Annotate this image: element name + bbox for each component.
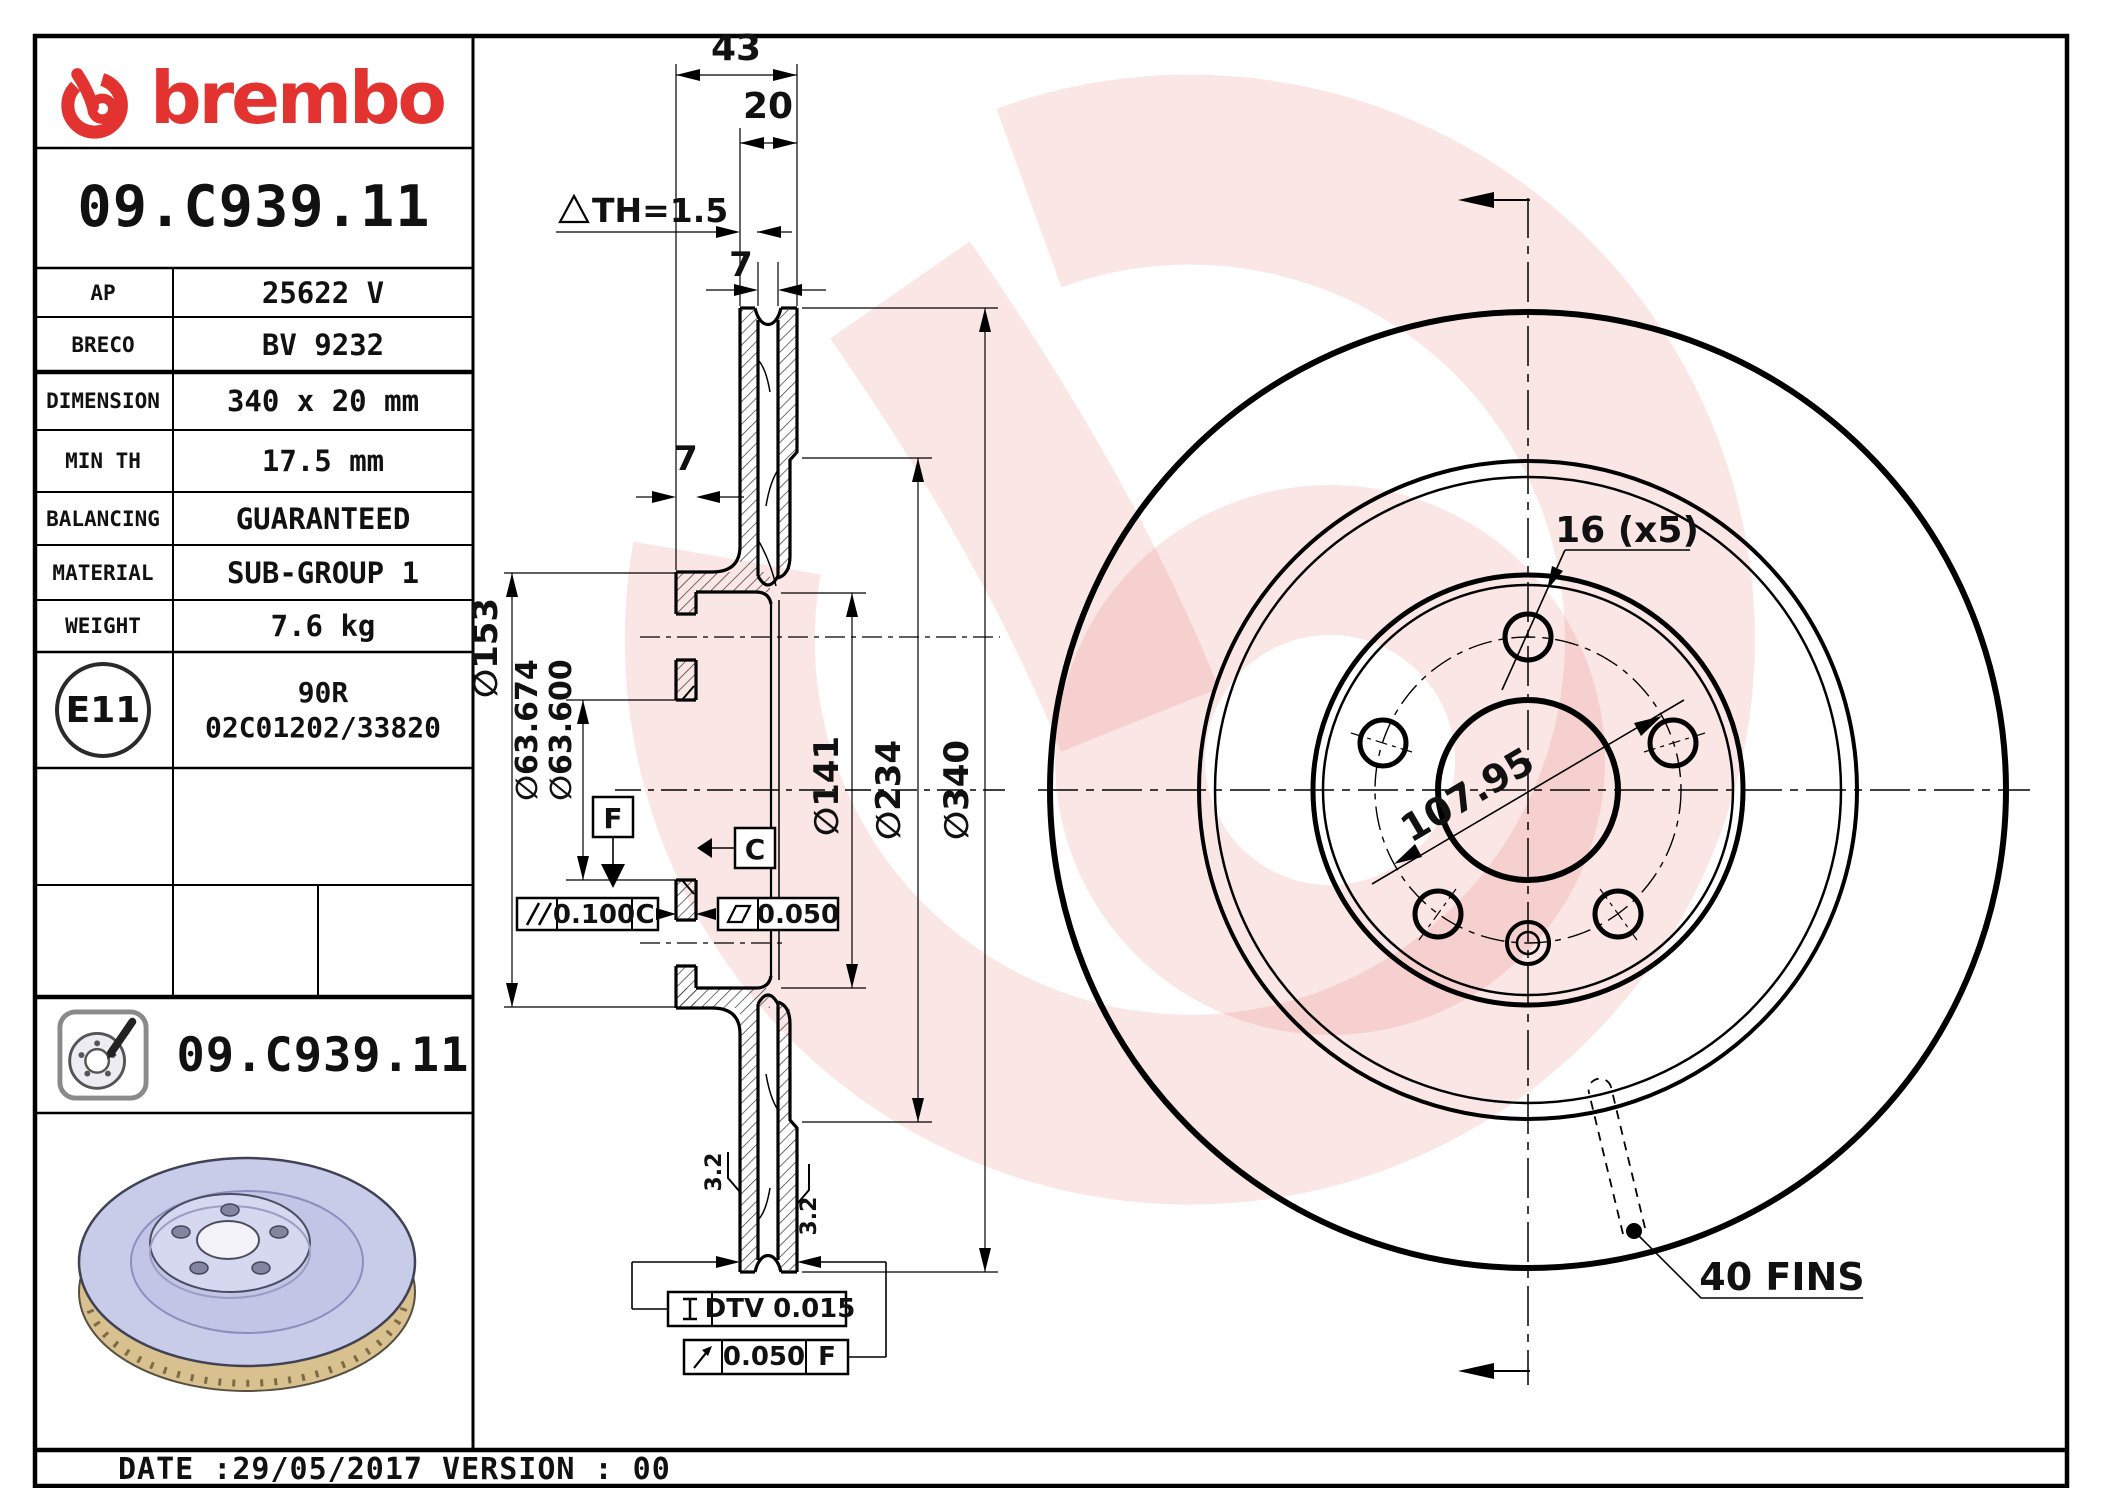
section-arrow-icon (1458, 192, 1494, 208)
section-dim-lines (504, 64, 998, 1273)
spec-label-ap: AP (90, 280, 116, 305)
spec-value-min-th: 17.5 mm (261, 444, 385, 478)
section-hatch (676, 310, 797, 1270)
section-arrow-icon (1458, 1363, 1494, 1379)
section-arrowheads (506, 69, 991, 1272)
dim-plate-thickness: 7 (729, 245, 753, 285)
datum-c-label: C (745, 833, 766, 866)
spec-value-ap: 25622 V (261, 275, 385, 310)
flatness-value: 0.050 (757, 900, 839, 930)
dtv-runout-frames: DTV 0.015 0.050 F (631, 1256, 887, 1376)
flatness-frame: 0.050 (696, 896, 840, 932)
cross-section-view: F C 0.100 C 0.050 (466, 28, 1005, 1376)
section-outline-upper (674, 306, 799, 1008)
footer-date-version: DATE :29/05/2017 VERSION : 00 (118, 1451, 671, 1487)
brake-disc-icon (57, 1009, 149, 1101)
dtv-icon (683, 1297, 697, 1321)
spec-value-weight: 7.6 kg (270, 609, 376, 643)
fins-callout: 40 FINS (1587, 1077, 1865, 1299)
fin-hidden-outline (1587, 1077, 1646, 1235)
grind-triangle-icon (558, 193, 590, 224)
spec-label-weight: WEIGHT (65, 614, 141, 638)
dim-bore-max: ∅63.674 (510, 659, 545, 800)
bolt-hole-ticks (1350, 732, 1706, 941)
parallelism-frame: 0.100 C (515, 896, 676, 932)
homologation-line1: 90R (297, 676, 349, 709)
runout-datum: F (818, 1342, 836, 1372)
spec-label-material: MATERIAL (52, 560, 154, 585)
dim-th-note: TH=1.5 (592, 191, 728, 230)
dtv-value: DTV 0.015 (705, 1294, 856, 1324)
e11-cell: E11 (33, 652, 173, 768)
datum-f: F (591, 795, 635, 888)
datum-triangle-icon (697, 838, 712, 858)
disc-3d-bolt-holes (171, 1203, 289, 1275)
brembo-logo: brembo (54, 56, 447, 148)
vent-fin-curves (757, 359, 779, 1221)
homologation-line2: 02C01202/33820 (204, 711, 441, 744)
dim-bore-min: ∅63.600 (544, 659, 579, 800)
parallelism-datum: C (635, 900, 654, 930)
part-number-row-value: 09.C939.11 (176, 1027, 470, 1083)
dim-overall-width: 43 (711, 28, 761, 69)
roughness-right: 3.2 (797, 1197, 822, 1236)
parallelism-icon (525, 902, 553, 926)
dim-vent-inner-dia: ∅141 (807, 736, 847, 836)
spec-label-min-th: MIN TH (65, 449, 141, 473)
datum-f-label: F (603, 802, 622, 835)
roughness-left: 3.2 (702, 1153, 727, 1192)
fins-label: 40 FINS (1699, 1255, 1864, 1299)
homologation-cell: 90R 02C01202/33820 (173, 652, 473, 768)
brand-wordmark: brembo (150, 56, 447, 140)
runout-value: 0.050 (723, 1342, 805, 1372)
spec-label-dimension: DIMENSION (46, 389, 160, 413)
dim-hat-wall: 7 (674, 439, 698, 479)
section-plane-arrows (1458, 192, 1530, 1379)
sheet-frame (32, 33, 2070, 1488)
flatness-icon (726, 904, 752, 924)
part-number: 09.C939.11 (77, 174, 431, 240)
spec-value-material: SUB-GROUP 1 (226, 555, 420, 590)
section-outline-lower (676, 975, 799, 1274)
disc-icon-cell (33, 997, 173, 1113)
disc-3d-image (77, 1156, 417, 1392)
spec-value-balancing: GUARANTEED (235, 501, 411, 536)
dim-band-thickness: 20 (743, 86, 793, 127)
datum-c: C (697, 826, 777, 870)
brembo-mark-icon (57, 61, 128, 139)
runout-icon (693, 1346, 712, 1369)
dim-band-inner-dia: ∅234 (869, 740, 909, 840)
dim-outer-dia: ∅340 (937, 740, 977, 840)
roughness-marks (727, 1152, 810, 1205)
section-centerlines (615, 636, 1005, 944)
bolt-hole-callout: 16 (x5) (1501, 510, 1699, 691)
spec-value-dimension: 340 x 20 mm (226, 384, 420, 418)
parallelism-value: 0.100 (553, 900, 635, 930)
datum-triangle-icon (601, 864, 625, 888)
bolt-holes-label: 16 (x5) (1555, 510, 1699, 551)
spec-label-balancing: BALANCING (46, 506, 160, 531)
dim-hat-outer-dia: ∅153 (466, 598, 506, 698)
e11-badge: E11 (55, 662, 151, 758)
spec-value-breco: BV 9232 (261, 327, 385, 362)
spec-label-breco: BRECO (71, 332, 135, 357)
